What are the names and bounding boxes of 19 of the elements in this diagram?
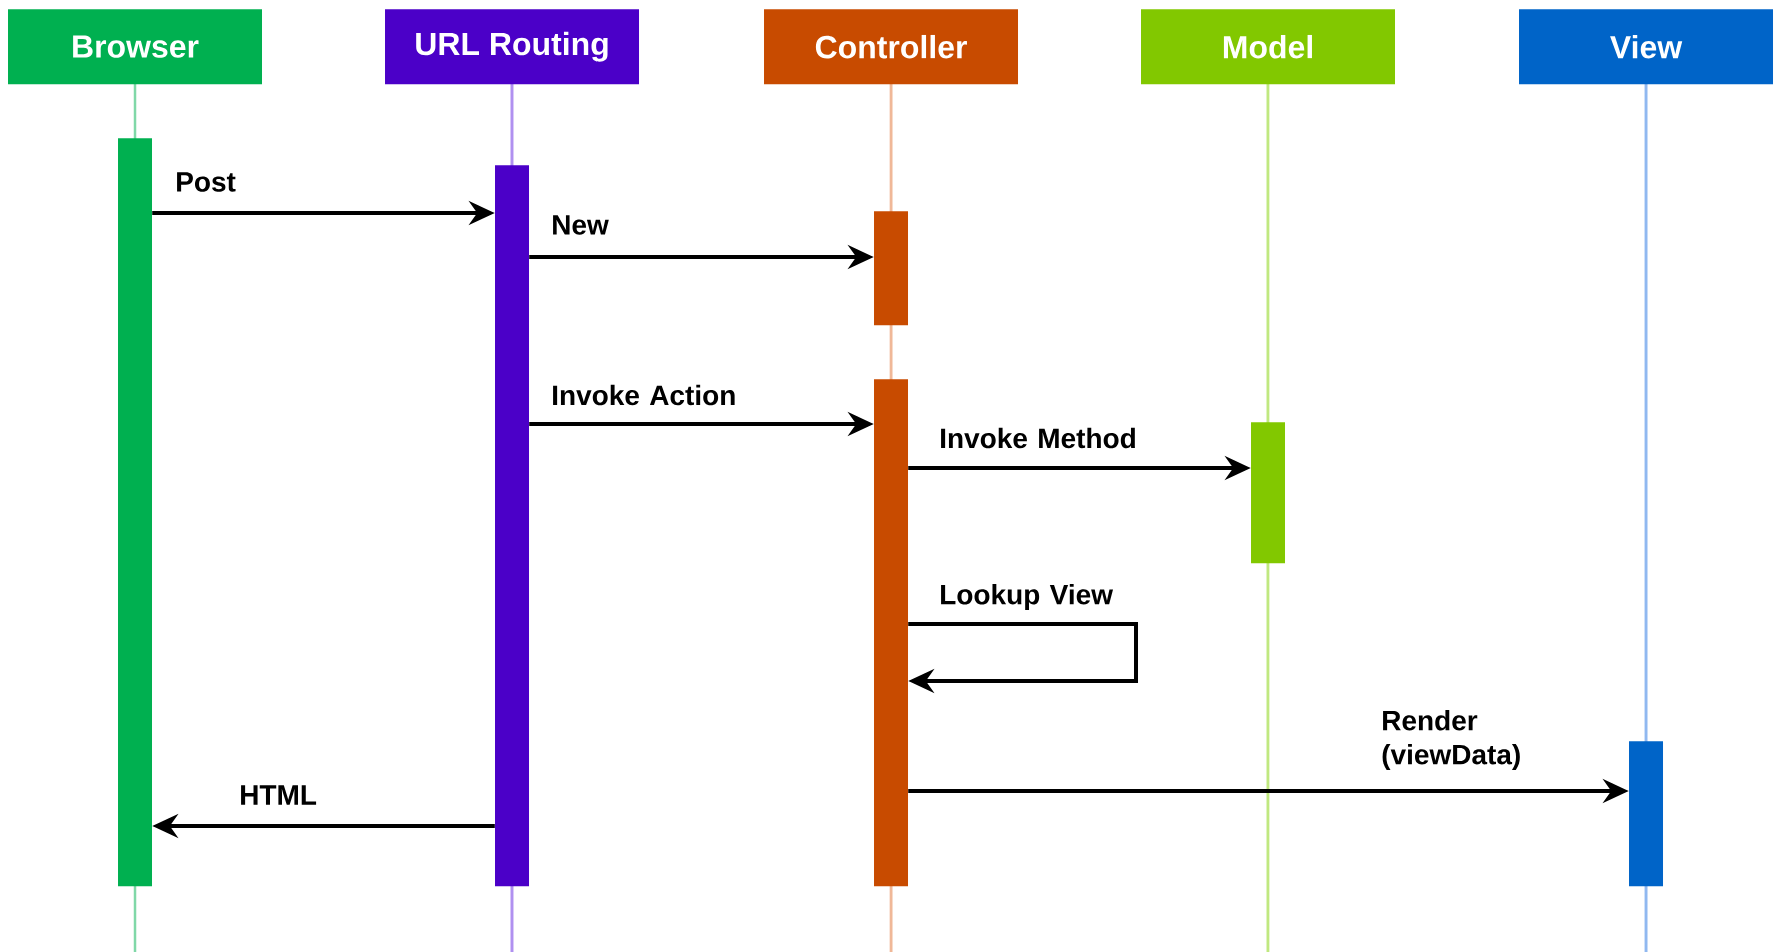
activation-bar xyxy=(495,165,529,887)
lifeline-header: View xyxy=(1519,9,1773,85)
lifeline-header: Browser xyxy=(8,9,262,85)
activation-bar xyxy=(118,138,152,887)
lifeline-header: Controller xyxy=(764,9,1018,85)
activation-bar xyxy=(874,211,908,326)
arrow xyxy=(908,622,1138,694)
edge-label: Post xyxy=(177,172,236,192)
activation-bar xyxy=(1629,741,1663,887)
lifeline-header: Model xyxy=(1141,9,1395,85)
activation-bar xyxy=(874,379,908,887)
lifeline-header: URL Routing xyxy=(385,9,639,85)
edge-label: Render (viewData) xyxy=(1382,709,1520,771)
edge-label: Lookup View xyxy=(941,583,1114,611)
edge-label: Invoke Action xyxy=(553,384,735,406)
edge-label: HTML xyxy=(241,785,317,805)
edge-label: Invoke Method xyxy=(941,427,1135,449)
edge-label: New xyxy=(553,215,609,235)
activation-bar xyxy=(1251,422,1285,564)
